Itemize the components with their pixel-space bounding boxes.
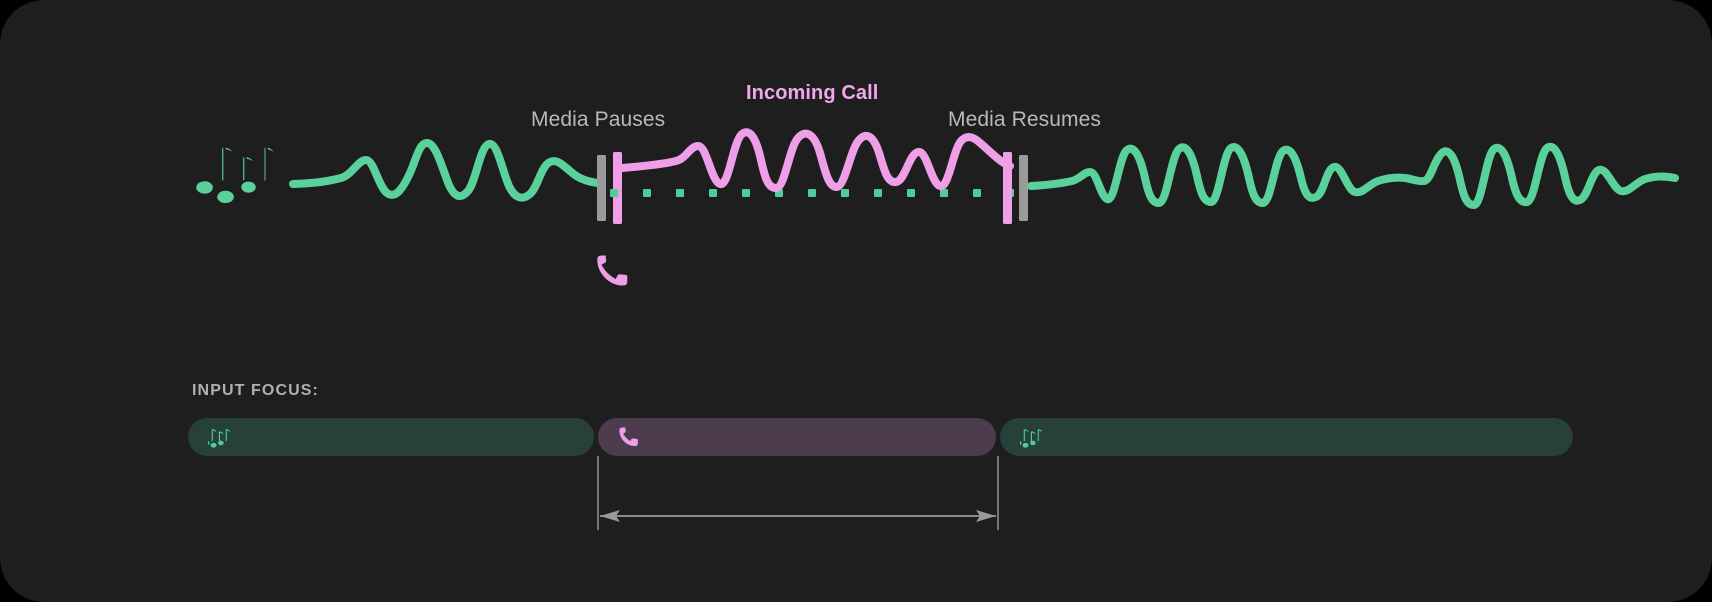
override-arrow-head-left bbox=[600, 510, 620, 522]
incoming-call-waveform bbox=[618, 128, 1014, 192]
media-waveform-before bbox=[289, 139, 602, 202]
music-notes-icon bbox=[203, 426, 232, 448]
phone-handset-icon bbox=[595, 253, 630, 288]
muted-media-baseline bbox=[610, 189, 1014, 197]
focus-track-media-after[interactable] bbox=[1000, 418, 1573, 456]
focus-track-media-before[interactable] bbox=[188, 418, 594, 456]
music-notes-icon bbox=[1015, 426, 1044, 448]
system-override-span: System override bbox=[0, 456, 1712, 536]
audio-focus-timeline: Media Pauses Incoming Call Media Resumes bbox=[194, 82, 1679, 288]
music-notes-icon bbox=[194, 144, 278, 206]
pause-bar-grey-left bbox=[597, 155, 606, 221]
label-media-resumes: Media Resumes bbox=[948, 108, 1102, 131]
media-waveform-after bbox=[1027, 142, 1679, 209]
override-arrow-head-right bbox=[976, 510, 996, 522]
label-media-pauses: Media Pauses bbox=[531, 108, 666, 131]
input-focus-title: INPUT FOCUS: bbox=[192, 382, 319, 399]
resume-bar-pink-right bbox=[1003, 152, 1012, 224]
resume-bar-grey-right bbox=[1019, 155, 1028, 221]
label-incoming-call: Incoming Call bbox=[746, 82, 879, 104]
focus-track-call[interactable] bbox=[598, 418, 996, 456]
timeline-graphic bbox=[194, 128, 1679, 288]
phone-handset-icon bbox=[618, 426, 640, 448]
pause-bar-pink-left bbox=[613, 152, 622, 224]
override-arrow-graphic bbox=[597, 456, 999, 530]
